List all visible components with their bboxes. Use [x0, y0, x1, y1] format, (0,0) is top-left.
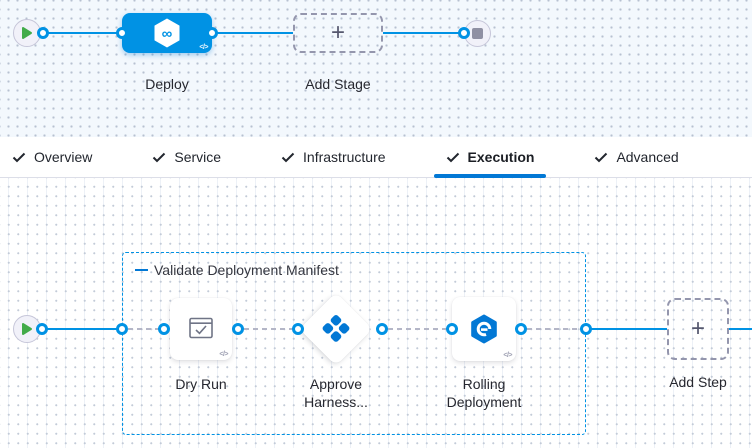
deploy-in-port	[116, 27, 128, 39]
dryrun-out-port	[232, 323, 244, 335]
step-node-dry-run[interactable]: </>	[170, 298, 232, 360]
edge-group-addstep	[586, 328, 667, 330]
step-node-rolling-deployment[interactable]: </>	[452, 297, 516, 361]
rolling-in-port	[446, 323, 458, 335]
start-out-port	[37, 27, 49, 39]
step-label-approve: Approve Harness...	[304, 376, 368, 410]
tab-service[interactable]: Service	[140, 137, 233, 177]
check-icon	[594, 152, 608, 163]
step-group-title: Validate Deployment Manifest	[154, 262, 339, 278]
approve-in-port	[292, 323, 304, 335]
plus-icon: +	[690, 315, 705, 342]
execution-canvas[interactable]: Validate Deployment Manifest </>	[0, 178, 752, 448]
approve-out-port	[376, 323, 388, 335]
harness-cd-icon: ∞	[152, 17, 182, 49]
step-label-dry-run: Dry Run	[175, 376, 227, 392]
edge-addstage-end	[383, 32, 464, 34]
code-icon[interactable]: </>	[199, 44, 208, 51]
stage-config-tabs: Overview Service Infrastructure Executio…	[0, 137, 752, 178]
add-stage-button[interactable]: +	[293, 13, 383, 53]
step-group-container[interactable]: Validate Deployment Manifest	[122, 252, 586, 435]
tab-overview[interactable]: Overview	[0, 137, 104, 177]
edge-approve-rolling	[388, 328, 446, 330]
add-stage-label: Add Stage	[305, 76, 371, 92]
harness-approval-icon	[321, 314, 351, 344]
group-in-port	[116, 323, 128, 335]
execution-start-node[interactable]	[13, 315, 41, 343]
step-label-rolling-deployment: Rolling Deployment	[446, 376, 522, 410]
stage-canvas[interactable]: ∞ </> + Deploy Add Stage	[0, 0, 752, 137]
edge-start-group	[47, 328, 122, 330]
svg-text:∞: ∞	[162, 26, 173, 43]
play-icon	[21, 322, 33, 336]
pipeline-start-node[interactable]	[13, 19, 41, 47]
check-icon	[281, 152, 295, 163]
rolling-out-port	[515, 323, 527, 335]
start-out-port	[36, 323, 48, 335]
step-node-approve[interactable]	[299, 292, 373, 366]
code-icon[interactable]: </>	[503, 352, 512, 359]
group-out-port	[580, 323, 592, 335]
dry-run-window-check-icon	[186, 315, 216, 343]
edge-dryrun-approve	[244, 328, 292, 330]
stage-node-deploy[interactable]: ∞ </>	[122, 13, 212, 53]
play-icon	[21, 26, 33, 40]
edge-addstep-right	[729, 328, 752, 330]
deploy-out-port	[206, 27, 218, 39]
edge-start-deploy	[43, 32, 122, 34]
plus-icon: +	[330, 19, 345, 46]
edge-group-dryrun	[128, 328, 164, 330]
edge-rolling-groupout	[527, 328, 580, 330]
stage-label-deploy: Deploy	[145, 76, 189, 92]
code-icon[interactable]: </>	[219, 351, 228, 358]
rolling-deployment-icon	[468, 313, 500, 345]
step-group-header: Validate Deployment Manifest	[135, 262, 339, 278]
dryrun-in-port	[158, 323, 170, 335]
edge-deploy-addstage	[212, 32, 293, 34]
collapse-group-icon[interactable]	[135, 269, 148, 271]
tab-execution[interactable]: Execution	[433, 137, 547, 178]
add-step-button[interactable]: +	[667, 298, 729, 360]
tab-infrastructure[interactable]: Infrastructure	[269, 137, 397, 177]
add-step-label: Add Step	[669, 374, 727, 390]
end-in-port	[458, 27, 470, 39]
tab-advanced[interactable]: Advanced	[582, 137, 690, 177]
check-icon	[152, 152, 166, 163]
stop-icon	[472, 28, 483, 39]
check-icon	[12, 152, 26, 163]
check-icon	[446, 152, 460, 163]
